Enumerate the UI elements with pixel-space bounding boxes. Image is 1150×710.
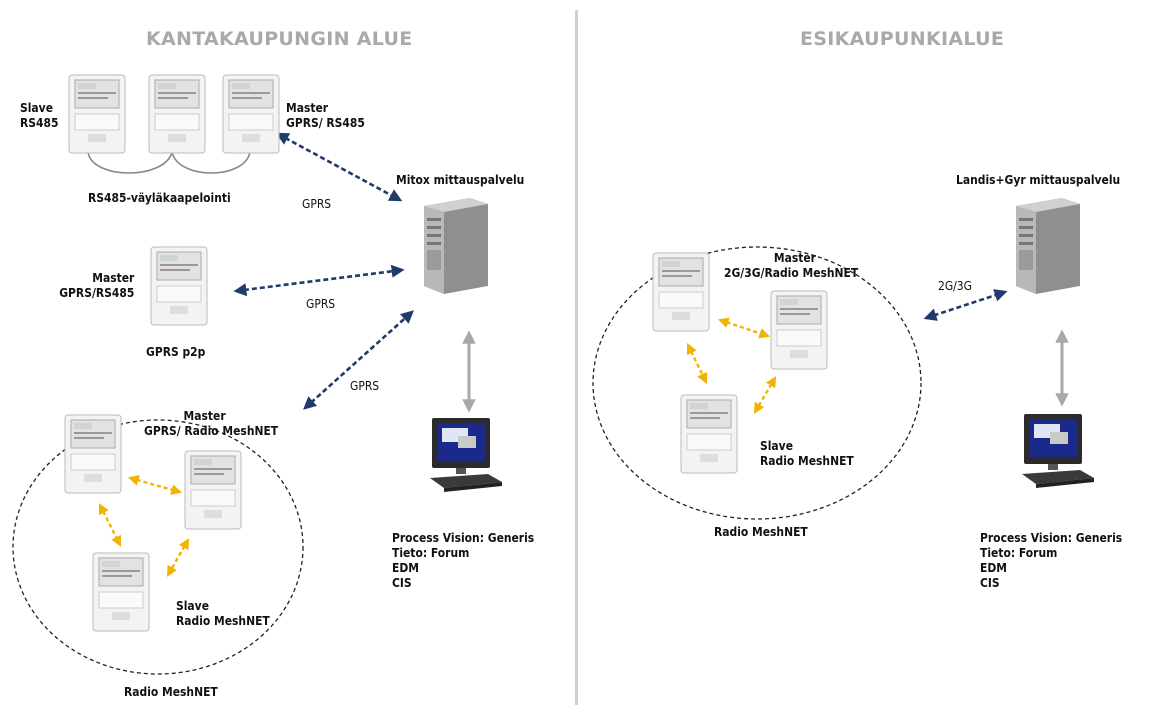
computer-icon — [1022, 414, 1094, 488]
label-mesh-caption: Radio MeshNET — [124, 684, 218, 699]
label-line: Master — [183, 408, 226, 423]
mesh-link-right-3 — [753, 376, 777, 414]
label-systems-right: Process Vision: Generis Tieto: Forum EDM… — [980, 530, 1122, 590]
system-item: EDM — [980, 560, 1007, 575]
label-line: Master — [286, 100, 329, 115]
label-gprs-mesh: GPRS — [350, 378, 380, 393]
meter-icon — [184, 450, 242, 530]
meter-icon — [92, 552, 150, 632]
label-line: 2G/3G/Radio MeshNET — [724, 265, 859, 280]
label-line: GPRS/ RS485 — [286, 115, 365, 130]
mesh-link-right-2 — [686, 343, 708, 384]
label-systems-left: Process Vision: Generis Tieto: Forum EDM… — [392, 530, 534, 590]
label-rs485-caption: RS485-väyläkaapelointi — [88, 190, 231, 205]
system-item: CIS — [392, 575, 412, 590]
mesh-link-left-1 — [127, 475, 183, 495]
region-divider — [575, 10, 578, 705]
mesh-link-right-1 — [717, 317, 771, 339]
label-line: GPRS/RS485 — [58, 285, 134, 300]
mesh-link-left-3 — [166, 538, 190, 577]
label-right-mesh-caption: Radio MeshNET — [714, 524, 808, 539]
meter-icon — [680, 394, 738, 474]
label-line: Slave — [760, 438, 793, 453]
label-rs485-slave: Slave RS485 — [20, 100, 58, 130]
label-line: GPRS/ Radio MeshNET — [144, 423, 279, 438]
server-icon — [1016, 198, 1080, 294]
system-item: Tieto: Forum — [980, 545, 1058, 560]
region-title-right: ESIKAUPUNKIALUE — [800, 28, 1005, 50]
mesh-link-left-2 — [98, 503, 122, 547]
rs485-cable — [87, 151, 251, 174]
label-line: Radio MeshNET — [760, 453, 854, 468]
mesh-boundary-left — [12, 419, 304, 675]
label-mesh-slave: Slave Radio MeshNET — [176, 598, 270, 628]
meter-icon — [652, 252, 710, 332]
meter-icon — [770, 290, 828, 370]
system-item: CIS — [980, 575, 1000, 590]
label-line: Master — [773, 250, 816, 265]
gprs-link-rs485 — [275, 132, 403, 202]
server-icon — [424, 198, 488, 294]
label-p2p-caption: GPRS p2p — [146, 344, 206, 359]
label-2g3g: 2G/3G — [938, 278, 972, 293]
label-rs485-master: Master GPRS/ RS485 — [286, 100, 365, 130]
label-landisgyr-server: Landis+Gyr mittauspalvelu — [956, 172, 1121, 187]
system-item: EDM — [392, 560, 419, 575]
label-right-mesh-slave: Slave Radio MeshNET — [760, 438, 854, 468]
label-line: Slave — [176, 598, 209, 613]
label-line: Slave — [20, 100, 53, 115]
label-line: RS485 — [20, 115, 59, 130]
meter-icon — [148, 74, 206, 154]
region-title-left: KANTAKAUPUNGIN ALUE — [146, 28, 413, 50]
system-item: Process Vision: Generis — [392, 530, 535, 545]
meter-icon — [64, 414, 122, 494]
meter-icon — [150, 246, 208, 326]
label-p2p-master: Master GPRS/RS485 — [59, 270, 134, 300]
label-mitox-server: Mitox mittauspalvelu — [396, 172, 525, 187]
label-right-mesh-master: Master 2G/3G/Radio MeshNET — [724, 250, 858, 280]
link-2g3g — [923, 289, 1008, 321]
label-gprs-rs485: GPRS — [302, 196, 332, 211]
label-line: Master — [91, 270, 134, 285]
gprs-link-mesh — [303, 310, 414, 410]
system-item: Tieto: Forum — [392, 545, 470, 560]
system-item: Process Vision: Generis — [980, 530, 1123, 545]
meter-icon — [222, 74, 280, 154]
gprs-link-p2p — [233, 264, 405, 297]
label-line: Radio MeshNET — [176, 613, 270, 628]
label-gprs-p2p: GPRS — [306, 296, 336, 311]
mesh-boundary-right — [592, 246, 922, 520]
label-mesh-master: Master GPRS/ Radio MeshNET — [144, 408, 278, 438]
meter-icon — [68, 74, 126, 154]
computer-icon — [430, 418, 502, 492]
